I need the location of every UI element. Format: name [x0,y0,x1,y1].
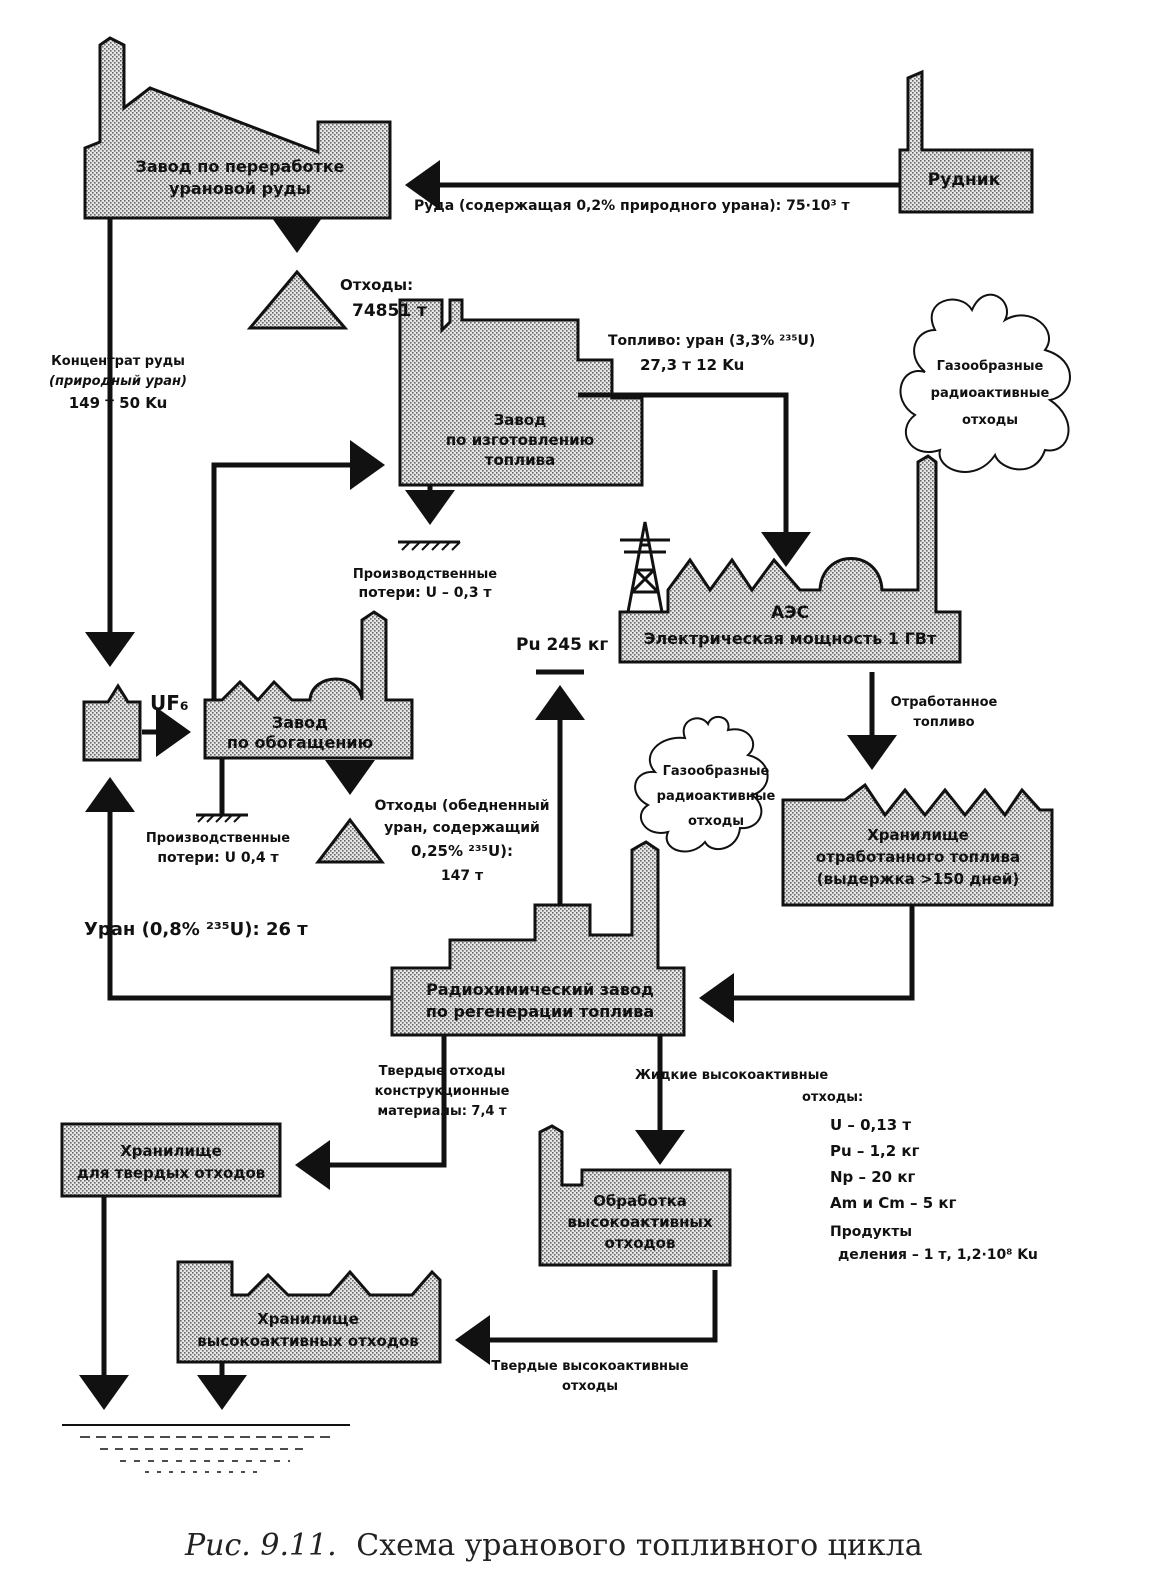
radiochem-label-1: Радиохимический завод [426,980,654,999]
concentrate-label-3: 149 т 50 Ku [69,394,168,412]
fuel-plant-label-2: по изготовлению [446,431,594,449]
enrich-losses-label-2: потери: U 0,4 т [157,850,279,866]
gas-mid-label-1: Газообразные [663,764,770,779]
ore-flow-label: Руда (содержащая 0,2% природного урана):… [414,198,850,214]
npp-label-1: АЭС [771,603,809,623]
enrichment-label-1: Завод [272,713,328,732]
nuclear-power-plant: АЭС Электрическая мощность 1 ГВт [618,454,962,664]
hl-storage-label-1: Хранилище [257,1310,359,1328]
arrow-solid-waste [295,1035,447,1190]
solid-waste-label-1: Твердые отходы [379,1064,506,1079]
gas-mid-label-2: радиоактивные [657,789,776,804]
transmission-tower-icon [620,521,670,613]
arrow-solid-hl [455,1270,718,1365]
solid-hl-label-2: отходы [562,1379,618,1394]
liquid-list-item-6: деления – 1 т, 1,2·10⁸ Ku [838,1247,1038,1263]
uf6-conversion-building [82,683,142,762]
depleted-label-3: 0,25% ²³⁵U): [411,842,513,860]
depleted-label-2: уран, содержащий [384,820,540,836]
gas-top-label-1: Газообразные [937,359,1044,374]
spent-fuel-label-1: Отработанное [891,695,998,710]
gas-top-label-2: радиоактивные [931,386,1050,401]
figure-caption: Рис. 9.11. Схема уранового топливного ци… [184,1528,923,1563]
enrichment-label-2: по обогащению [227,733,373,752]
solid-storage-label-1: Хранилище [120,1142,222,1160]
tailings-pile-icon [246,269,349,330]
mine-building: Рудник [898,69,1034,214]
depleted-uranium-pile-icon [314,817,386,864]
arrow-fuel-to-npp [578,392,811,567]
enrichment-plant: Завод по обогащению [203,610,414,760]
spent-storage-label-1: Хранилище [867,826,969,844]
fuel-plant-label-1: Завод [494,411,547,429]
radiochemical-plant: Радиохимический завод по регенерации топ… [390,840,686,1037]
tailings-label-2: 74851 т [352,301,427,321]
hl-processing-label-3: отходов [605,1234,676,1252]
arrow-enriched-to-fuel [211,440,385,700]
gas-mid-label-3: отходы [688,814,744,829]
liquid-list-item-3: Np – 20 кг [830,1168,916,1186]
depleted-label-1: Отходы (обедненный [374,798,549,814]
fuel-losses-label-2: потери: U – 0,3 т [358,585,492,601]
uf6-label: UF₆ [150,691,189,715]
hl-storage-label-2: высокоактивных отходов [197,1332,418,1350]
pu-label: Pu 245 кг [516,635,608,655]
fuel-label-2: 27,3 т 12 Ku [640,356,744,374]
gas-cloud-mid-icon [634,715,769,853]
uranium-return-label: Уран (0,8% ²³⁵U): 26 т [84,919,308,940]
arrow-spent-to-radiochem [699,905,915,1023]
liquid-list-item-1: U – 0,13 т [830,1116,911,1134]
fuel-fabrication-plant: Завод по изготовлению топлива [398,298,644,487]
caption-prefix: Рис. 9.11. [184,1528,337,1563]
liquid-waste-label-1: Жидкие высокоактивные [635,1068,828,1083]
npp-label-2: Электрическая мощность 1 ГВт [644,629,937,648]
ore-plant-label-2: урановой руды [169,179,311,198]
fuel-plant-label-3: топлива [485,451,555,469]
fuel-losses-label-1: Производственные [353,567,497,582]
spent-fuel-storage: Хранилище отработанного топлива (выдержк… [781,782,1054,907]
mine-label: Рудник [928,170,1001,190]
liquid-list-item-5: Продукты [830,1224,912,1240]
hl-waste-processing: Обработка высокоактивных отходов [538,1124,732,1267]
caption-text: Схема уранового топливного цикла [356,1528,923,1563]
spent-storage-label-3: (выдержка >150 дней) [817,870,1020,888]
concentrate-label-1: Концентрат руды [51,354,185,369]
ground-symbol-enrichment-icon [196,813,248,823]
solid-waste-storage: Хранилище для твердых отходов [60,1122,282,1198]
tailings-label-1: Отходы: [340,276,413,294]
gas-top-label-3: отходы [962,413,1018,428]
spent-fuel-label-2: топливо [913,715,974,730]
liquid-list-item-2: Pu – 1,2 кг [830,1142,920,1160]
hl-waste-storage: Хранилище высокоактивных отходов [176,1260,442,1364]
liquid-waste-label-2: отходы: [802,1090,863,1105]
hl-processing-label-1: Обработка [593,1192,687,1210]
gas-cloud-top-icon [899,293,1071,473]
solid-waste-label-3: материалы: 7,4 т [377,1104,506,1119]
concentrate-label-2: (природный уран) [49,374,187,389]
spent-storage-label-2: отработанного топлива [816,848,1020,866]
solid-storage-label-2: для твердых отходов [77,1164,266,1182]
ore-processing-plant: Завод по переработке урановой руды [83,36,392,220]
ground-symbol-fuel-plant-icon [398,540,461,551]
hl-processing-label-2: высокоактивных [567,1213,713,1231]
ore-plant-label-1: Завод по переработке [136,157,345,176]
depleted-label-4: 147 т [441,868,484,884]
solid-waste-label-2: конструкционные [375,1084,510,1099]
water-surface-icon [62,1424,350,1473]
enrich-losses-label-1: Производственные [146,831,290,846]
radiochem-label-2: по регенерации топлива [426,1002,654,1021]
liquid-list-item-4: Am и Cm – 5 кг [830,1194,957,1212]
solid-hl-label-1: Твердые высокоактивные [491,1359,688,1374]
fuel-label-1: Топливо: уран (3,3% ²³⁵U) [608,333,815,349]
arrow-uranium-return [85,777,392,1001]
